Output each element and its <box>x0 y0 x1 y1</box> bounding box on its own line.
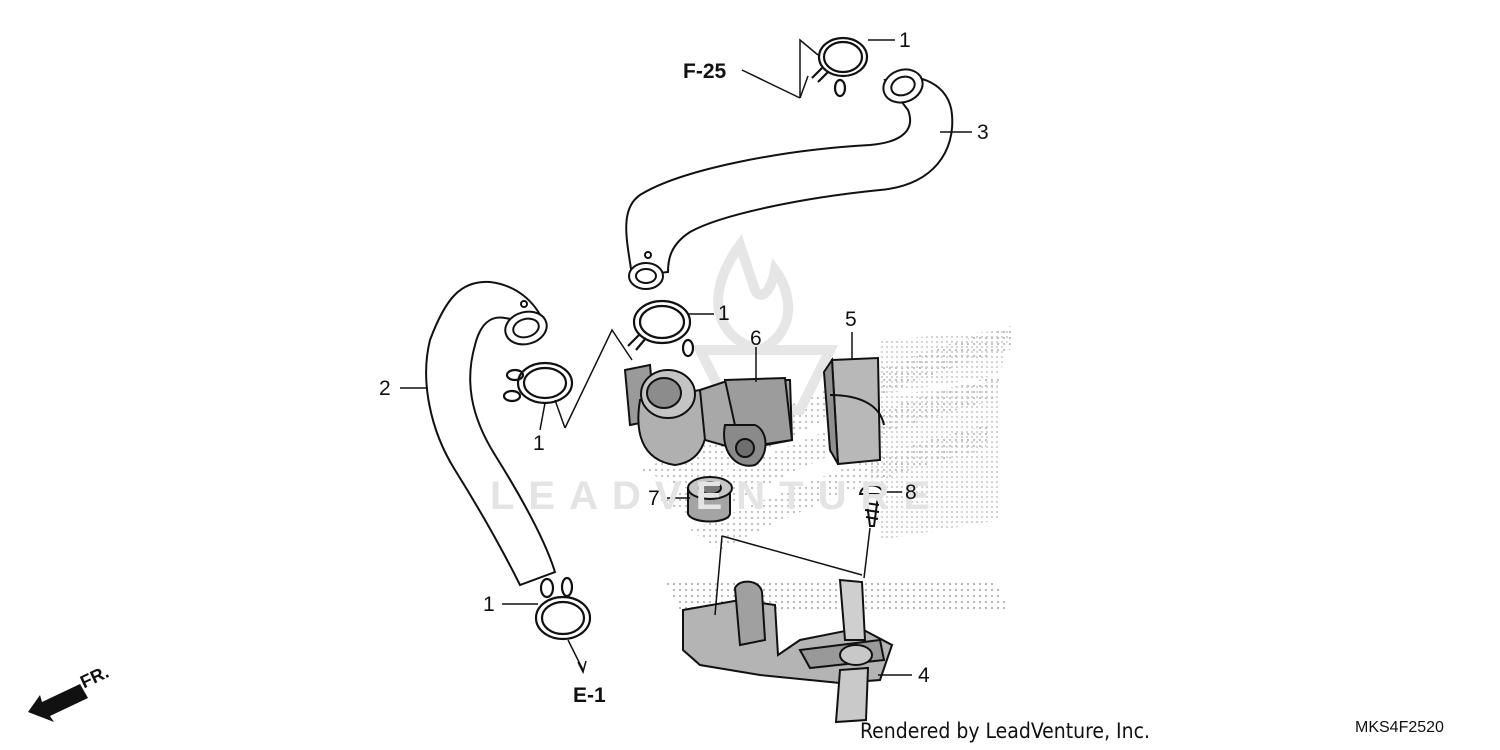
bracket-4 <box>682 578 894 724</box>
hose-clip-top <box>811 36 869 98</box>
callout-1-bottom: 1 <box>483 593 495 616</box>
reference-e1: E-1 <box>573 684 606 707</box>
hose-clip-left <box>502 361 574 405</box>
callout-3: 3 <box>977 121 989 144</box>
collar-7 <box>687 476 733 523</box>
callout-7: 7 <box>648 487 660 510</box>
diagram-code: MKS4F2520 <box>1355 719 1444 736</box>
watermark-text: LEADVENTURE <box>490 474 945 518</box>
hose-3 <box>625 68 954 290</box>
rubber-mount-5 <box>822 356 885 466</box>
valve-6 <box>623 363 794 467</box>
render-credit: Rendered by LeadVenture, Inc. <box>860 719 1150 743</box>
callout-8: 8 <box>905 481 917 504</box>
hose-2 <box>425 280 557 587</box>
screw-8 <box>858 484 886 527</box>
callout-2: 2 <box>379 377 391 400</box>
leader-lines <box>400 38 972 676</box>
callout-1-top: 1 <box>899 29 911 52</box>
callout-6: 6 <box>750 327 762 350</box>
callout-1-mid: 1 <box>718 302 730 325</box>
callout-1-left: 1 <box>533 432 545 455</box>
callout-5: 5 <box>845 308 857 331</box>
front-arrow-icon <box>28 684 88 722</box>
hose-clip-bottom <box>534 576 592 641</box>
callout-4: 4 <box>918 664 930 687</box>
reference-f25: F-25 <box>683 60 727 83</box>
hose-clip-mid <box>627 299 695 358</box>
